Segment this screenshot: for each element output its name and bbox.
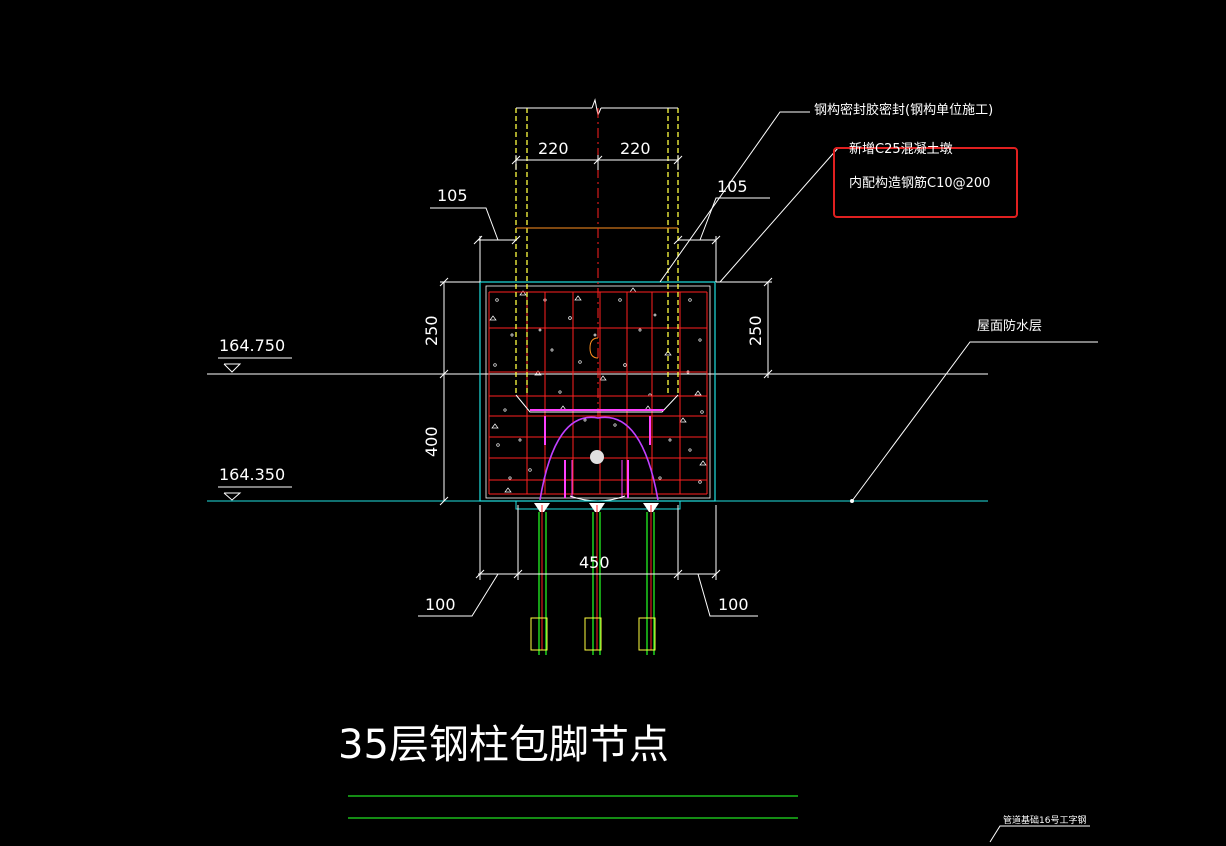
dim-250-right: 250: [746, 315, 765, 346]
drawing-title: 35层钢柱包脚节点: [338, 722, 669, 768]
concrete-hatch: [489, 287, 707, 493]
anchor-bolt: [638, 503, 659, 655]
pipe-section: [590, 450, 604, 464]
note-concrete-line1: 新增C25混凝土墩: [849, 141, 953, 157]
inner-sleeve: [569, 495, 626, 502]
leader-dot: [850, 499, 854, 503]
dim-400: 400: [422, 426, 441, 457]
note-concrete-line2: 内配构造钢筋C10@200: [849, 175, 990, 191]
pier-inner-boundary: [485, 285, 711, 499]
base-plates: [530, 409, 664, 498]
steel-column: [515, 98, 679, 420]
dim-450: 450: [579, 553, 610, 572]
dim-100-right: 100: [718, 595, 749, 614]
corner-note: 管道基础16号工字钢: [1003, 814, 1086, 826]
dim-220-right: 220: [620, 139, 651, 158]
dim-105-right: 105: [717, 177, 748, 196]
note-sealant: 钢构密封胶密封(钢构单位施工): [814, 102, 993, 118]
dim-105-left: 105: [437, 186, 468, 205]
highlight-box: [833, 147, 1018, 218]
anchor-bolts: [530, 503, 659, 655]
anchor-bolt: [530, 503, 550, 655]
dim-250-left: 250: [422, 315, 441, 346]
dim-100-left: 100: [425, 595, 456, 614]
elevation-label-top: 164.750: [219, 336, 285, 355]
dim-220-left: 220: [538, 139, 569, 158]
elevation-label-bottom: 164.350: [219, 465, 285, 484]
note-waterproof: 屋面防水层: [977, 318, 1042, 334]
arch-pipe: [539, 416, 659, 501]
anchor-bolt: [584, 503, 605, 655]
